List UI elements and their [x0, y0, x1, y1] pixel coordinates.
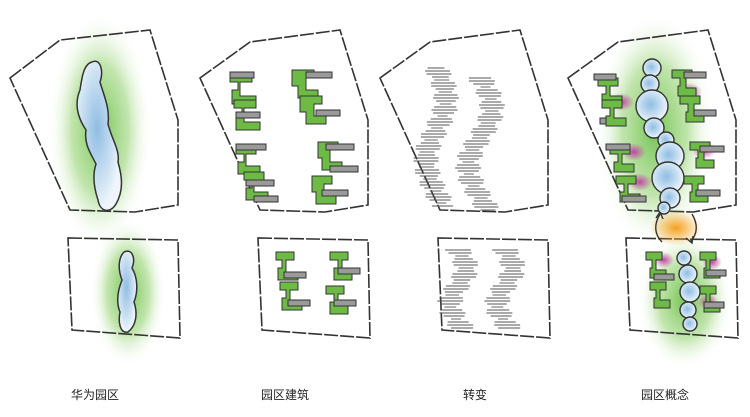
void-bubble	[657, 201, 671, 215]
site-outline-top	[199, 29, 369, 213]
blue-void-chain-top	[76, 60, 123, 212]
panel-transformation	[379, 29, 551, 339]
site-outline-top	[9, 29, 179, 213]
panel-campus-buildings	[199, 29, 371, 339]
void-bubble	[635, 89, 669, 123]
site-outline-bottom	[257, 237, 371, 339]
void-bubble	[642, 58, 662, 78]
panel-huawei-campus	[9, 10, 181, 367]
blue-void-chain-bottom	[117, 250, 138, 333]
building-zigzags	[229, 69, 361, 315]
site-outline-bottom	[625, 237, 739, 339]
caption-transformation: 转变	[463, 387, 487, 402]
void-bubble	[676, 250, 692, 266]
void-bubble	[678, 264, 698, 284]
caption-campus-concept: 园区概念	[641, 387, 689, 402]
site-outline-bottom	[67, 237, 181, 339]
void-bubble	[643, 117, 665, 139]
caption-huawei-campus: 华为园区	[71, 388, 119, 402]
hatch-lines	[413, 67, 525, 329]
site-outline-top	[379, 29, 549, 213]
void-bubble	[679, 301, 697, 319]
site-outline-top	[567, 29, 737, 213]
caption-campus-buildings: 园区建筑	[261, 387, 309, 402]
void-bubble	[679, 281, 701, 303]
concept-buildings	[593, 69, 727, 313]
blue-void-bubbles	[635, 58, 701, 332]
site-outline-bottom	[437, 237, 551, 339]
panel-campus-concept	[567, 10, 739, 370]
void-bubble	[682, 316, 698, 332]
